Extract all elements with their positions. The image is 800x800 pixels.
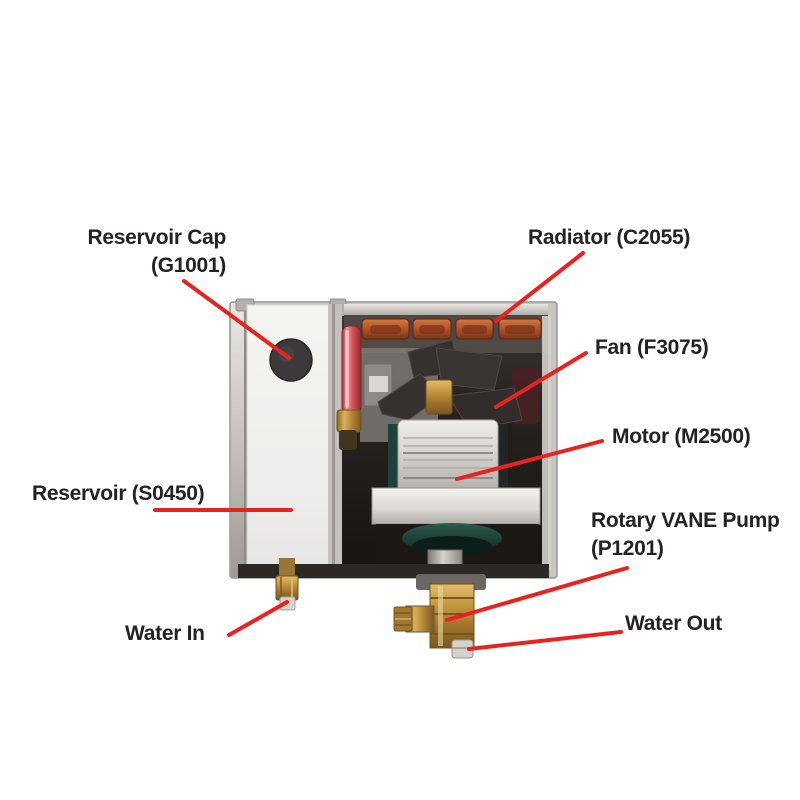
label-reservoir-cap: Reservoir Cap (G1001) (88, 224, 227, 280)
label-rotary-vane-pump: Rotary VANE Pump (P1201) (591, 507, 780, 563)
junction-box-label (369, 376, 388, 392)
label-radiator-text: Radiator (C2055) (528, 226, 691, 249)
label-rotary-vane-pump-name: Rotary VANE Pump (591, 509, 780, 532)
leader-reservoir-cap (182, 279, 291, 360)
sight-tube (336, 325, 362, 450)
rotary-vane-pump (393, 574, 486, 659)
label-reservoir: Reservoir (S0450) (32, 480, 205, 508)
motor (388, 419, 512, 493)
chassis-right-rail (542, 316, 551, 570)
leader-lines (153, 251, 629, 651)
leader-water-out (467, 630, 623, 651)
leader-fan (494, 351, 588, 409)
label-fan-text: Fan (F3075) (595, 336, 709, 359)
label-water-out: Water Out (625, 610, 722, 638)
label-motor: Motor (M2500) (612, 423, 751, 451)
water-in-fitting (275, 558, 299, 611)
label-reservoir-cap-part-number: (G1001) (151, 254, 226, 277)
radiator (344, 304, 548, 341)
leader-water-in (227, 600, 289, 637)
motor-bracket (371, 487, 541, 525)
label-radiator: Radiator (C2055) (528, 224, 690, 252)
label-fan: Fan (F3075) (595, 334, 709, 362)
leader-motor (455, 439, 604, 481)
fan-hub (425, 379, 453, 415)
label-water-out-text: Water Out (625, 612, 722, 635)
leader-radiator (494, 251, 585, 323)
pump-unit-photo (229, 298, 558, 659)
label-motor-text: Motor (M2500) (612, 425, 751, 448)
label-reservoir-text: Reservoir (S0450) (32, 482, 205, 505)
label-water-in-text: Water In (125, 622, 205, 645)
label-rotary-vane-pump-part-number: (P1201) (591, 537, 664, 560)
label-reservoir-cap-name: Reservoir Cap (87, 226, 227, 249)
leader-rotary-vane-pump (445, 566, 629, 622)
label-water-in: Water In (125, 620, 205, 648)
